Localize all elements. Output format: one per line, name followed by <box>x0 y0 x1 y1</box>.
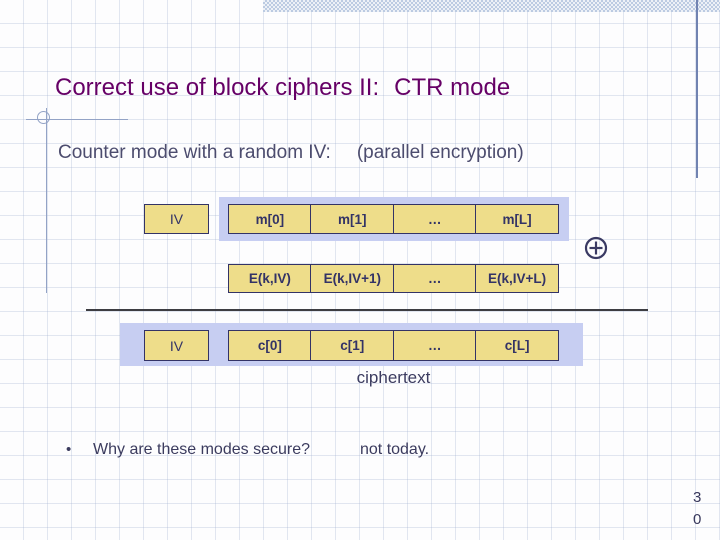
subtitle-note: (parallel encryption) <box>356 142 524 163</box>
cipher-cell: c[L] <box>475 330 559 361</box>
page-number: 3 0 <box>693 487 713 531</box>
separator-line <box>86 309 648 311</box>
bullet-question: Why are these modes secure? <box>93 441 310 458</box>
xor-icon <box>583 235 609 261</box>
message-cell: m[1] <box>310 204 395 234</box>
bullet-item: • Why are these modes secure? not today. <box>66 438 429 462</box>
encrypt-row: E(k,IV) E(k,IV+1) … E(k,IV+L) <box>228 264 559 293</box>
title-underline-ornament <box>26 119 128 120</box>
message-cell: m[0] <box>228 204 312 234</box>
cipher-cell: c[0] <box>228 330 312 361</box>
encrypt-cell-ellipsis: … <box>392 264 477 293</box>
slide-subtitle: Counter mode with a random IV: (parallel… <box>58 140 524 166</box>
ciphertext-caption: ciphertext <box>356 368 431 387</box>
header-strip-ornament <box>263 0 720 12</box>
right-edge-line <box>696 0 698 178</box>
page-number-line: 3 <box>693 489 702 506</box>
title-text: Correct use of block ciphers II: <box>55 74 380 101</box>
message-row: m[0] m[1] … m[L] <box>228 204 559 234</box>
page-number-line: 0 <box>693 511 702 528</box>
encrypt-cell: E(k,IV+1) <box>310 264 395 293</box>
cipher-cell-ellipsis: … <box>392 330 477 361</box>
slide-title: Correct use of block ciphers II: CTR mod… <box>55 74 510 102</box>
cipher-cell: c[1] <box>310 330 395 361</box>
message-cell-ellipsis: … <box>392 204 477 234</box>
left-margin-line <box>46 108 47 293</box>
message-cell: m[L] <box>475 204 559 234</box>
bullet-answer: not today. <box>360 441 430 458</box>
encrypt-cell: E(k,IV+L) <box>475 264 559 293</box>
encrypt-cell: E(k,IV) <box>228 264 312 293</box>
cipher-row: c[0] c[1] … c[L] <box>228 330 559 361</box>
iv-box-bottom: IV <box>144 330 209 361</box>
title-mode-text: CTR mode <box>394 74 511 101</box>
circle-ornament <box>37 111 50 124</box>
bullet-marker: • <box>66 441 72 458</box>
subtitle-text: Counter mode with a random IV: <box>58 142 331 163</box>
iv-box-top: IV <box>144 204 209 234</box>
